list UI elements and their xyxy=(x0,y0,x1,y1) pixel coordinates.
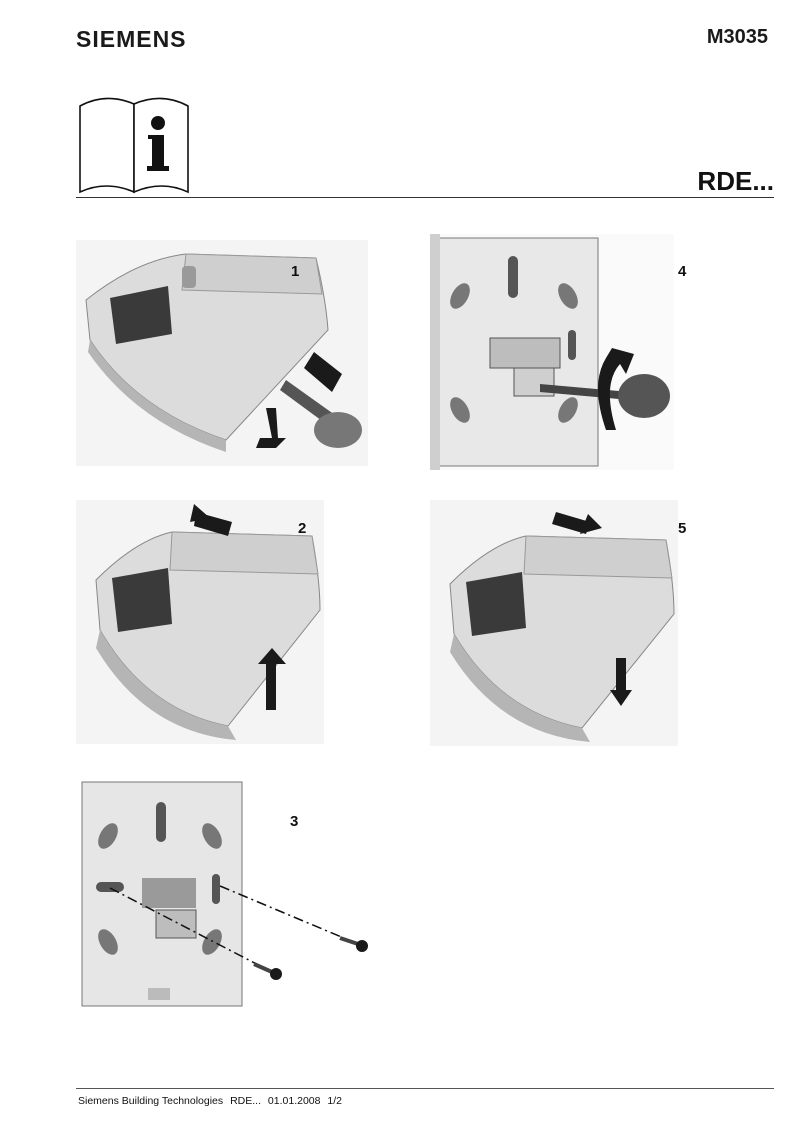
footer-product: RDE... xyxy=(230,1095,261,1107)
footer-company: Siemens Building Technologies xyxy=(78,1095,224,1107)
header-rule xyxy=(76,197,774,198)
product-title: RDE... xyxy=(697,166,774,196)
step-4-illustration xyxy=(430,234,674,470)
step-number-5: 5 xyxy=(678,520,687,537)
step-1-illustration xyxy=(76,240,368,466)
footer: Siemens Building Technologies RDE... 01.… xyxy=(78,1095,346,1107)
step-number-1: 1 xyxy=(291,263,300,280)
step-3-illustration xyxy=(78,778,374,1014)
step-2-illustration xyxy=(76,500,324,744)
step-number-4: 4 xyxy=(678,263,687,280)
step-number-2: 2 xyxy=(298,520,307,537)
footer-rule xyxy=(76,1088,774,1089)
step-number-3: 3 xyxy=(290,813,299,830)
document-code: M3035 xyxy=(706,26,768,48)
footer-page: 1/2 xyxy=(327,1095,343,1107)
footer-date: 01.01.2008 xyxy=(267,1095,321,1107)
siemens-logo: SIEMENS xyxy=(76,26,187,52)
step-5-illustration xyxy=(430,500,678,746)
info-book-icon xyxy=(79,97,189,194)
